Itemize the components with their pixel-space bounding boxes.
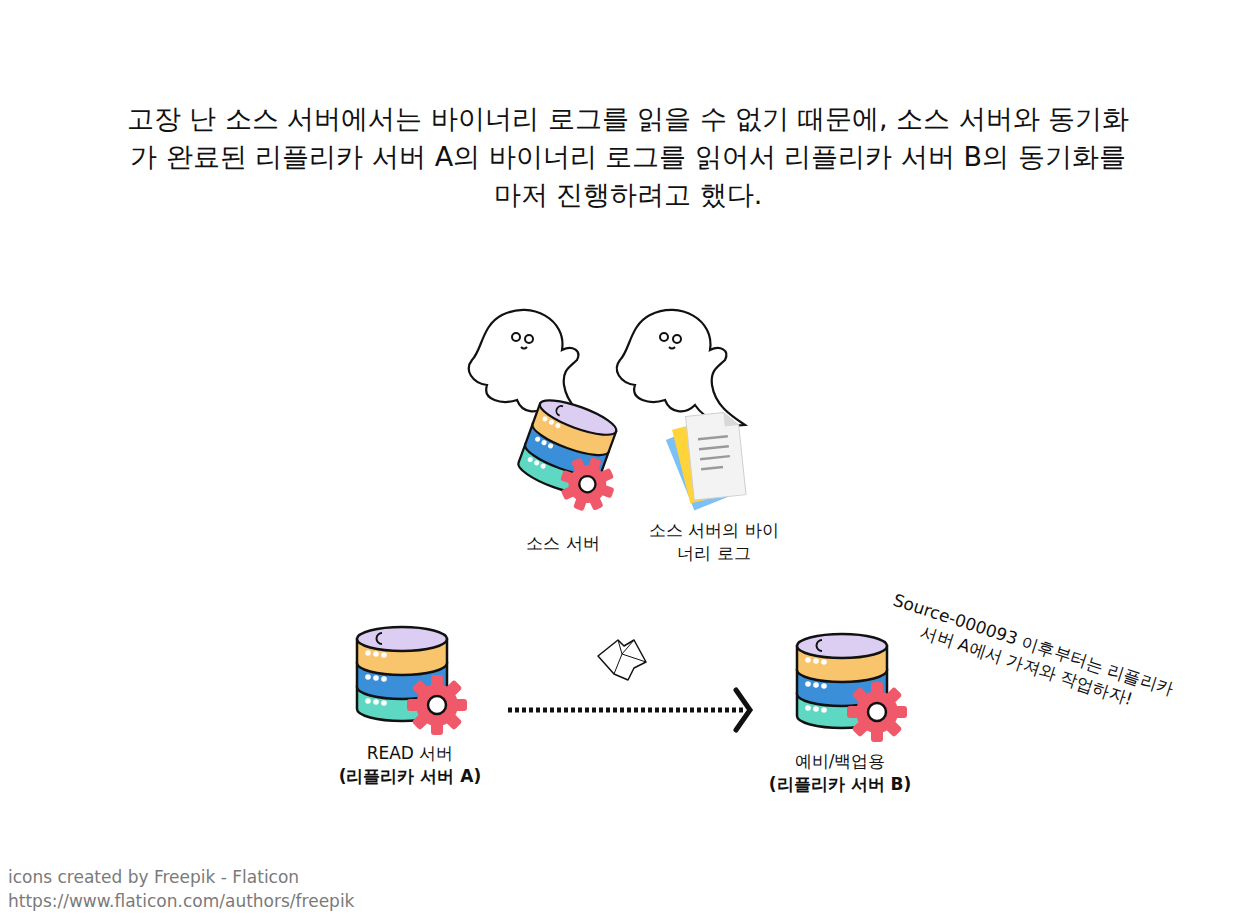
replica-a-db-icon: [357, 627, 467, 735]
replica-server: 예비/백업용(리플리카 서버 B): [760, 627, 920, 796]
dotted-arrow: [508, 690, 750, 730]
node-label: 소스 서버의 바이너리 로그: [641, 519, 787, 565]
node-label: 소스 서버: [513, 532, 613, 555]
node-sublabel: (리플리카 서버 B): [760, 773, 920, 796]
title: 고장 난 소스 서버에서는 바이너리 로그를 읽을 수 없기 때문에, 소스 서…: [118, 100, 1138, 214]
replica-b-db-icon: [797, 634, 907, 742]
node-label: 예비/백업용: [760, 750, 920, 773]
arrowhead: [736, 690, 750, 730]
node-label: READ 서버: [330, 742, 490, 765]
connector-line: [508, 708, 746, 713]
replica-server: READ 서버(리플리카 서버 A): [330, 620, 490, 788]
binlog-file: 소스 서버의 바이너리 로그: [641, 400, 787, 565]
credit-url: https://www.flaticon.com/authors/freepik: [8, 890, 354, 912]
credit-text: icons created by Freepik - Flaticon: [8, 866, 299, 888]
source-db-icon: [510, 394, 636, 519]
node-sublabel: (리플리카 서버 A): [330, 765, 490, 788]
paper-icon: [598, 640, 646, 680]
ghost-icon: [617, 310, 745, 425]
note-text: Source-000093 이후부터는 리플리카 서버 A에서 가져와 작업하자…: [881, 588, 1180, 723]
binlog-icon: [666, 411, 746, 510]
source-server: 소스 서버: [513, 380, 613, 555]
